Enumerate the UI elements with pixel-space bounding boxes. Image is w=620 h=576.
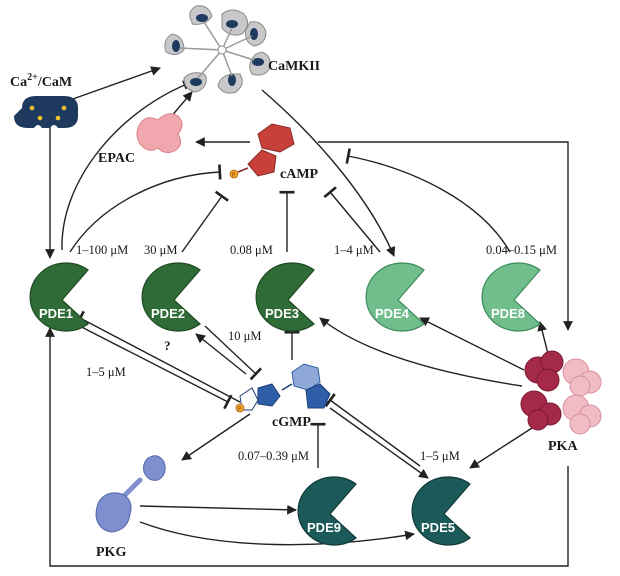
pde8-label: PDE8 bbox=[491, 306, 525, 321]
inhibit-pde5-cgmp bbox=[324, 393, 421, 467]
inhibit-pde2-camp bbox=[181, 190, 229, 253]
pde1-enzyme: PDE1 bbox=[29, 262, 89, 332]
arrow-camkii-to-pde4 bbox=[261, 89, 396, 257]
pde5-label: PDE5 bbox=[421, 520, 455, 535]
arrow-cgmp-to-pkg bbox=[181, 413, 251, 461]
conc-pde2-camp: 30 μM bbox=[144, 243, 177, 257]
cgmp-label: cGMP bbox=[272, 415, 311, 430]
conc-pde9-cgmp: 0.07–0.39 μM bbox=[238, 449, 309, 463]
pde2-label: PDE2 bbox=[151, 306, 185, 321]
pde9-enzyme: PDE9 bbox=[297, 476, 357, 546]
svg-text:P: P bbox=[238, 407, 242, 413]
arrow-pka-to-pde4 bbox=[419, 317, 525, 371]
inhibit-cgmp-pde1 bbox=[75, 310, 241, 403]
pkg-protein bbox=[95, 455, 166, 533]
arrow-cgmp-to-pde2 bbox=[195, 333, 247, 375]
ca-cam-complex bbox=[14, 96, 78, 128]
conc-pde8-camp: 0.04–0.15 μM bbox=[486, 243, 557, 257]
camkii-holoenzyme bbox=[164, 5, 271, 94]
pde4-label: PDE4 bbox=[375, 306, 410, 321]
ca-cam-label: Ca2+/CaM bbox=[10, 72, 72, 90]
inhibit-pde8-camp bbox=[345, 148, 511, 253]
conc-pde1-cgmp: 1–5 μM bbox=[86, 365, 126, 379]
epac-label: EPAC bbox=[98, 151, 135, 166]
conc-pde2-cgmp: 10 μM bbox=[228, 329, 261, 343]
arrow-pka-to-pde5 bbox=[469, 427, 533, 469]
arrow-pka-to-pde1 bbox=[45, 327, 569, 567]
conc-pde3-camp: 0.08 μM bbox=[230, 243, 273, 257]
pka-holoenzyme bbox=[520, 350, 602, 435]
pde4-enzyme: PDE4 bbox=[365, 262, 425, 332]
pde3-label: PDE3 bbox=[265, 306, 299, 321]
svg-text:P: P bbox=[232, 173, 236, 179]
connectors bbox=[45, 66, 573, 567]
camp-molecule: P bbox=[229, 123, 295, 179]
pde5-enzyme: PDE5 bbox=[411, 476, 471, 546]
camp-label: cAMP bbox=[280, 167, 319, 182]
arrow-camp-to-pka bbox=[318, 141, 573, 331]
camkii-label: CaMKII bbox=[268, 59, 320, 74]
question-mark: ? bbox=[164, 338, 171, 353]
conc-pde1-camp: 1–100 μM bbox=[76, 243, 128, 257]
arrow-cgmp-to-pde5 bbox=[329, 407, 429, 479]
arrow-cacam-to-camkii bbox=[69, 66, 161, 101]
arrow-pkg-to-pde5 bbox=[139, 521, 415, 546]
epac-protein bbox=[136, 113, 183, 154]
pkg-label: PKG bbox=[96, 545, 126, 560]
inhibit-pde1-camp bbox=[69, 164, 222, 253]
conc-pde4-camp: 1–4 μM bbox=[334, 243, 374, 257]
pde3-enzyme: PDE3 bbox=[255, 262, 315, 332]
inhibit-pde4-camp bbox=[323, 186, 381, 253]
inhibit-pde2-cgmp bbox=[204, 325, 263, 381]
pde9-label: PDE9 bbox=[307, 520, 341, 535]
arrow-pka-to-pde3 bbox=[319, 317, 523, 387]
inhibit-pde1-cgmp bbox=[63, 317, 233, 410]
arrow-pde1-to-camkii bbox=[61, 80, 193, 251]
cgmp-molecule: P bbox=[235, 363, 331, 413]
pde1-label: PDE1 bbox=[39, 306, 73, 321]
pde8-enzyme: PDE8 bbox=[481, 262, 541, 332]
conc-pde5-cgmp: 1–5 μM bbox=[420, 449, 460, 463]
arrow-pkg-to-pde9 bbox=[139, 504, 297, 515]
pka-label: PKA bbox=[548, 439, 578, 454]
arrow-pka-to-pde8 bbox=[537, 321, 549, 355]
pde2-enzyme: PDE2 bbox=[141, 262, 201, 332]
